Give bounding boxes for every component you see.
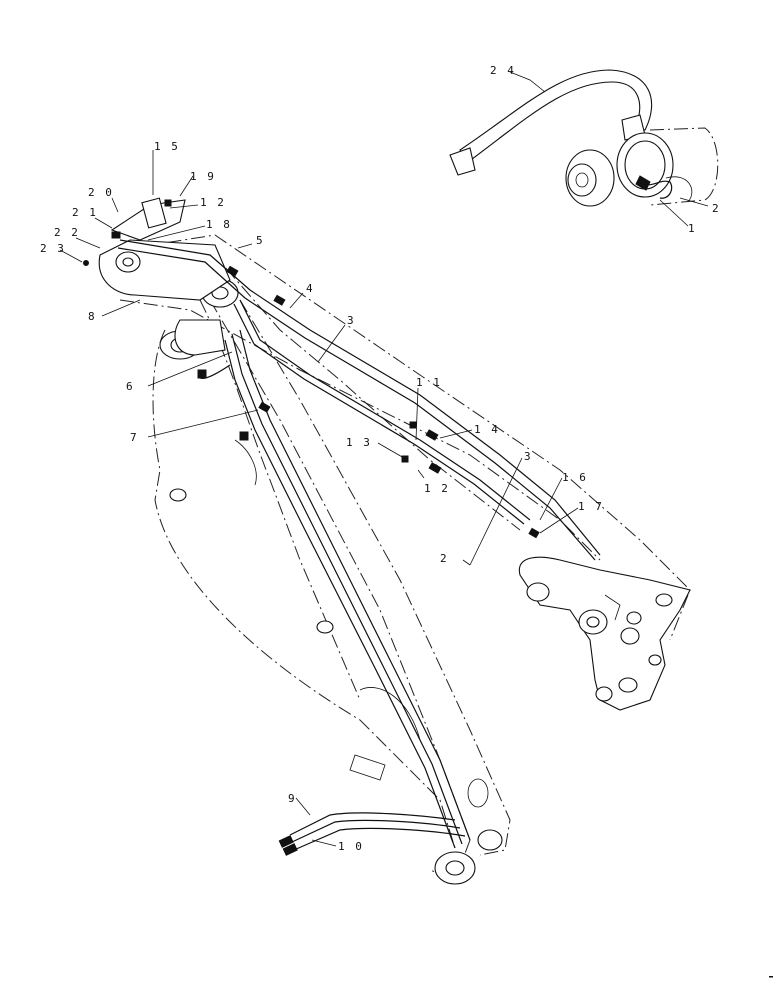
- callout-19: 1 9: [190, 170, 216, 183]
- quick-coupler-assembly: [518, 556, 691, 711]
- callout-23: 2 3: [40, 242, 66, 255]
- callout-3-upper: 3: [347, 314, 356, 327]
- callout-15: 1 5: [154, 140, 180, 153]
- callout-2-detail: 2: [712, 202, 721, 215]
- hydraulic-lines: [117, 239, 601, 851]
- callout-24: 2 4: [490, 64, 516, 77]
- callout-17: 1 7: [578, 500, 604, 513]
- callout-10: 1 0: [338, 840, 364, 853]
- callout-8: 8: [88, 310, 97, 323]
- callout-12-mid: 1 2: [424, 482, 450, 495]
- callout-labels: 2 4 1 5 1 9 2 0 1 2 2 1 1 8 2 2 5 2 3 4 …: [40, 64, 721, 853]
- arm-phantom-outline: [201, 278, 511, 885]
- callout-7: 7: [130, 431, 139, 444]
- callout-1: 1: [688, 222, 697, 235]
- callout-16: 1 6: [562, 471, 588, 484]
- callout-5: 5: [256, 234, 265, 247]
- callout-22: 2 2: [54, 226, 80, 239]
- callout-3-lower: 3: [524, 450, 533, 463]
- callout-leaders: [59, 71, 709, 847]
- callout-13: 1 3: [346, 436, 372, 449]
- callout-12-top: 1 2: [200, 196, 226, 209]
- callout-18: 1 8: [206, 218, 232, 231]
- callout-4: 4: [306, 282, 315, 295]
- callout-6: 6: [126, 380, 135, 393]
- page-corner-mark: [769, 976, 773, 978]
- callout-9: 9: [288, 792, 297, 805]
- callout-14: 1 4: [474, 423, 500, 436]
- hose-filter-detail: [449, 69, 719, 207]
- boom-head-link: [98, 239, 231, 356]
- callout-20: 2 0: [88, 186, 114, 199]
- callout-11: 1 1: [416, 376, 442, 389]
- callout-21: 2 1: [72, 206, 98, 219]
- fittings: [83, 197, 540, 856]
- callout-2-mid: 2: [440, 552, 449, 565]
